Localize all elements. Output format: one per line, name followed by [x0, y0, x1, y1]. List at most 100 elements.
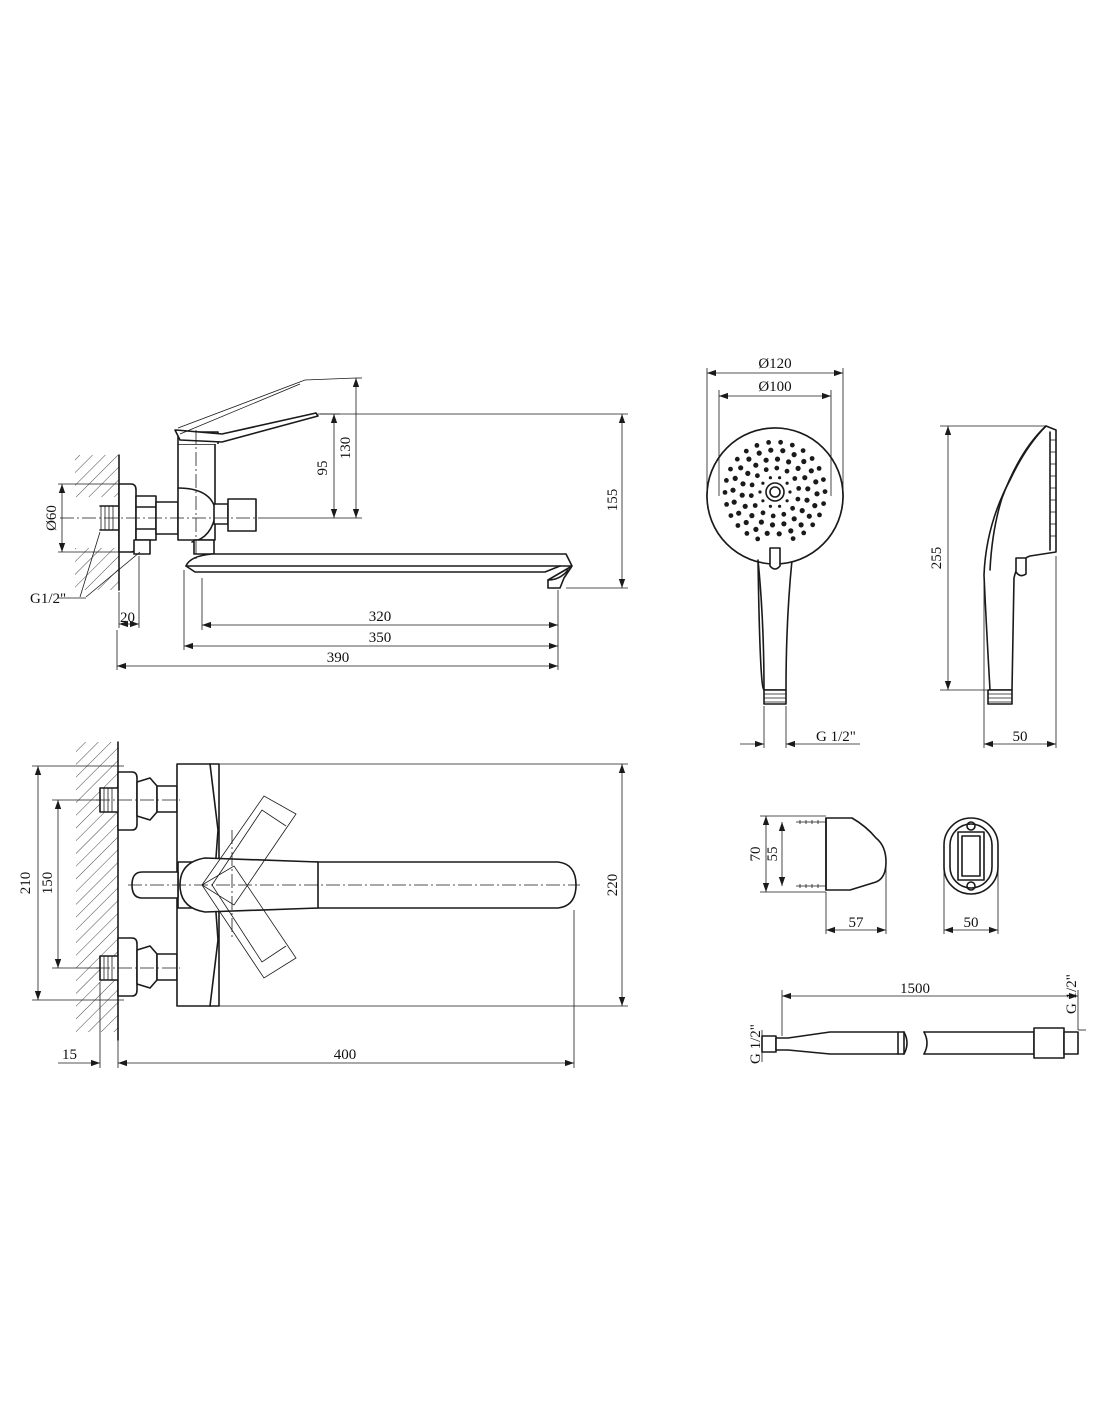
nozzle-dot: [780, 448, 786, 454]
nozzle-dot: [817, 512, 822, 518]
shower-head-side-view: [940, 425, 1057, 748]
nozzle-dot: [801, 530, 807, 536]
nozzle-dot: [801, 458, 807, 465]
nozzle-dot: [746, 456, 752, 462]
nozzle-dot: [734, 456, 740, 462]
nozzle-dot: [768, 447, 774, 453]
nozzle-dot: [808, 468, 814, 474]
nozzle-dot: [763, 467, 769, 473]
wall-hatch-top-view: [76, 742, 118, 1032]
nozzle-dot: [760, 510, 766, 516]
faucet-side-view: [58, 377, 628, 670]
nozzle-dot: [784, 468, 790, 474]
nozzle-dot: [768, 476, 773, 480]
dimension-labels: Ø60 G1/2" 20 95 130 155 320 350 390 210 …: [18, 356, 1080, 1064]
label-dia120: Ø120: [758, 356, 791, 372]
nozzle-dot: [792, 476, 798, 481]
nozzle-dot: [761, 481, 765, 485]
nozzle-dot: [778, 439, 783, 445]
nozzle-dot: [766, 440, 771, 445]
nozzle-dot: [735, 523, 741, 528]
nozzle-dot: [781, 511, 787, 517]
nozzle-dot: [732, 475, 738, 481]
nozzle-dot: [748, 493, 754, 498]
label-g12-hose-right: G 1/2": [1064, 974, 1080, 1014]
label-55: 55: [765, 847, 781, 862]
nozzle-dot: [728, 513, 734, 518]
label-150: 150: [40, 872, 56, 895]
shower-hose: [761, 990, 1086, 1062]
nozzle-dot: [791, 452, 797, 458]
nozzle-dot: [728, 466, 733, 472]
nozzle-dot: [758, 490, 762, 494]
nozzle-dot: [770, 513, 776, 519]
nozzle-dot: [810, 522, 816, 528]
nozzle-dot: [745, 470, 751, 476]
nozzle-dot: [758, 519, 765, 525]
nozzle-dot: [813, 479, 819, 485]
nozzle-dot: [816, 466, 822, 471]
nozzle-dot: [781, 521, 787, 527]
nozzle-dot: [778, 476, 782, 480]
nozzle-dot: [795, 496, 801, 502]
nozzle-dot: [752, 503, 758, 508]
nozzle-dot: [755, 536, 761, 542]
nozzle-dot: [799, 508, 805, 514]
label-220: 220: [605, 874, 621, 897]
nozzle-dot: [795, 465, 801, 471]
nozzle-dot: [749, 482, 755, 488]
nozzle-dot: [809, 456, 815, 461]
nozzle-dot: [796, 486, 802, 491]
nozzle-dot: [785, 481, 789, 485]
label-50-holder: 50: [964, 915, 979, 931]
label-15: 15: [62, 1047, 77, 1063]
nozzle-dot: [805, 486, 811, 492]
nozzle-dot: [821, 477, 826, 482]
nozzle-dot: [744, 531, 750, 536]
nozzle-dot: [722, 490, 728, 495]
nozzle-dot: [802, 475, 808, 481]
nozzle-dot: [790, 536, 796, 541]
label-dia100: Ø100: [758, 379, 791, 395]
nozzle-dot: [742, 503, 748, 509]
nozzle-dot: [774, 456, 781, 462]
nozzle-dot: [821, 501, 826, 506]
nozzle-dot: [761, 499, 765, 503]
shower-nozzles: [722, 439, 828, 542]
nozzle-dot: [791, 516, 797, 522]
nozzle-dot: [724, 478, 729, 483]
nozzle-dot: [740, 481, 746, 487]
nozzle-dot: [764, 530, 770, 536]
nozzle-dot: [724, 502, 729, 507]
label-400: 400: [334, 1047, 357, 1063]
wall-hatch-bottom: [75, 548, 119, 590]
nozzle-dot: [788, 528, 794, 534]
nozzle-dot: [743, 448, 749, 454]
nozzle-dot: [785, 499, 789, 503]
nozzle-dot: [786, 459, 792, 465]
shower-head-front-view: [706, 368, 860, 748]
nozzle-dot: [776, 531, 782, 537]
label-1500: 1500: [900, 981, 930, 997]
nozzle-dot: [730, 487, 736, 493]
nozzle-dot: [798, 522, 804, 528]
nozzle-dot: [738, 465, 744, 471]
label-320: 320: [369, 609, 392, 625]
holder-side-view: [760, 815, 887, 934]
nozzle-dot: [736, 510, 742, 516]
label-dia60: Ø60: [44, 505, 60, 531]
nozzle-dot: [800, 448, 806, 453]
nozzle-dot: [788, 490, 792, 494]
nozzle-dot: [731, 499, 737, 505]
nozzle-dot: [749, 513, 755, 519]
nozzle-dot: [753, 462, 759, 468]
nozzle-dot: [814, 491, 820, 497]
nozzle-dot: [789, 442, 795, 448]
label-350: 350: [369, 630, 392, 646]
label-130: 130: [338, 437, 354, 460]
holder-front-view: [943, 817, 999, 934]
nozzle-dot: [753, 526, 759, 533]
nozzle-dot: [739, 492, 745, 498]
label-20: 20: [120, 610, 135, 626]
nozzle-dot: [822, 489, 828, 494]
